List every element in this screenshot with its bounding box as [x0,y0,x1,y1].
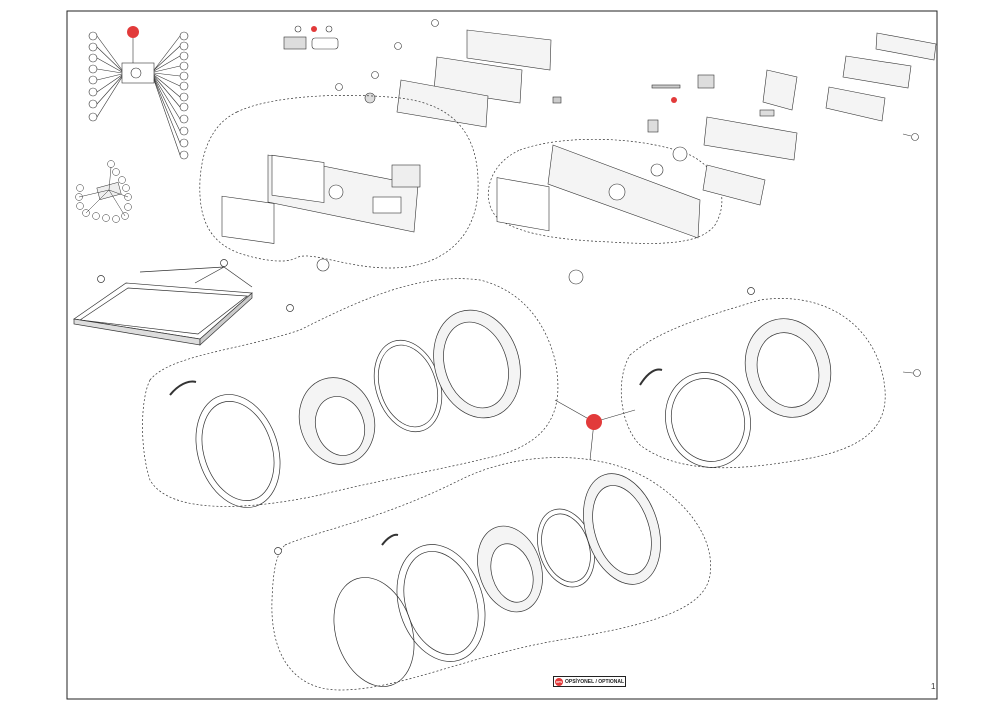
top-small-parts [283,25,339,50]
right-panel-group-outline [487,139,723,244]
right-top-components [647,32,937,206]
door-group-3-outline [271,457,711,691]
door-group-2-outline [620,298,886,469]
optional-legend: OPS OPSİYONEL / OPTIONAL [553,676,626,687]
door-ops-badge [586,414,602,430]
ops-badge [127,26,139,38]
right-control-panel [496,144,701,285]
door-group-3 [274,473,661,687]
top-lid [73,259,253,346]
door-group-2 [639,287,832,468]
loose-screws [902,133,921,377]
optional-legend-dot: OPS [555,677,563,686]
door-ops-link [554,399,636,461]
door-group-1 [169,304,521,508]
left-panel-group-outline [199,95,479,269]
small-harness-cluster [75,160,132,223]
optional-legend-label: OPSİYONEL / OPTIONAL [565,678,625,685]
left-control-panel [221,154,421,272]
optional-harness-tree [88,26,189,160]
control-boards-top [335,19,562,128]
page-marker: 1 [931,682,936,691]
door-group-1-outline [142,278,559,507]
